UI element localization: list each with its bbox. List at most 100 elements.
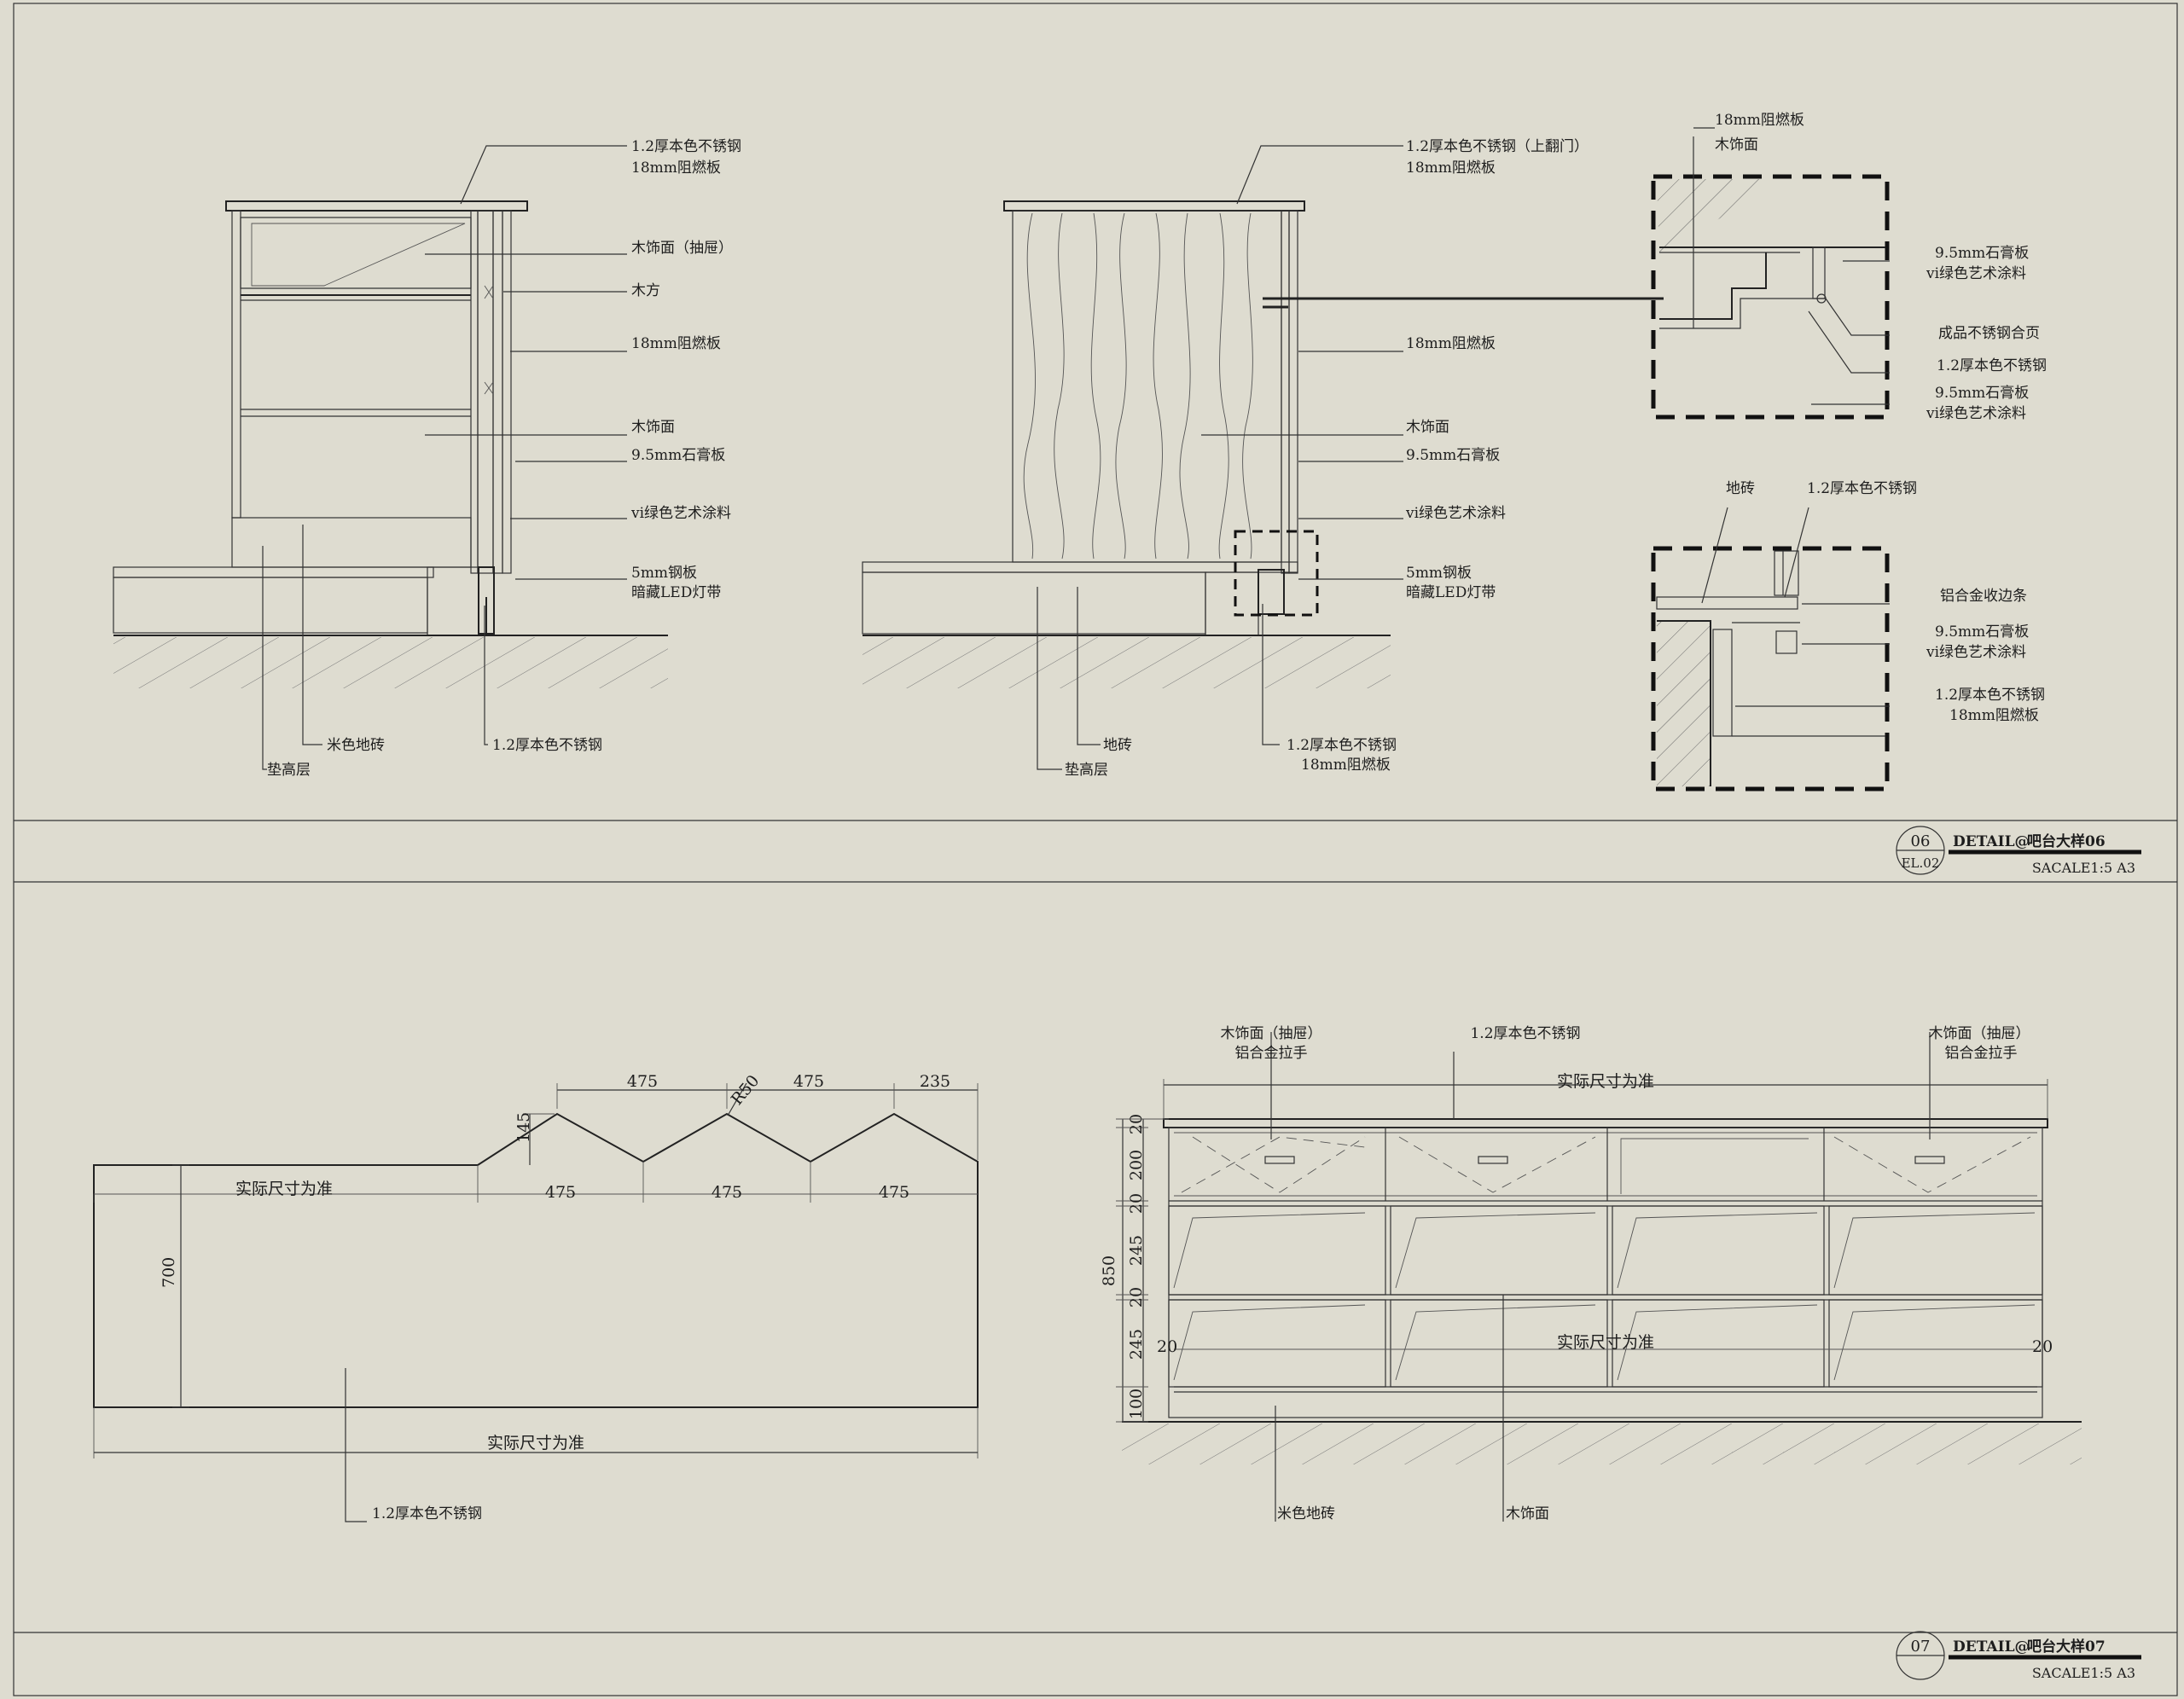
detail-06-ref: EL.02	[1902, 855, 1940, 871]
label-b-bottom-2: 1.2厚本色不锈钢	[1287, 737, 1397, 754]
panel-left-text: 475 475 235 R50 145 475 475 475 实际尺寸为准 7…	[160, 1071, 950, 1522]
section-b-leaders	[1037, 145, 1403, 770]
label-zb-top-1: 1.2厚本色不锈钢	[1807, 480, 1917, 497]
label-a-8: 5mm钢板	[631, 565, 697, 582]
label-b-bottom-0: 地砖	[1103, 737, 1132, 754]
detail-06-title: 吧台大样06	[2027, 832, 2106, 850]
label-zt-top-0: 18mm阻燃板	[1715, 112, 1804, 129]
label-b-4: 9.5mm石膏板	[1406, 446, 1500, 464]
vdim-3: 245	[1127, 1235, 1146, 1266]
zoom-bottom	[1651, 546, 1890, 792]
vdim-1: 200	[1127, 1150, 1146, 1180]
vdim-6: 100	[1127, 1389, 1146, 1419]
label-zb-2: vi绿色艺术涂料	[1926, 644, 2026, 661]
label-rp-top-0: 木饰面（抽屉）	[1221, 1025, 1322, 1042]
side-dim-0: 20	[1157, 1337, 1177, 1356]
label-a-7: vi绿色艺术涂料	[630, 505, 731, 522]
label-zb-4: 18mm阻燃板	[1949, 707, 2039, 724]
label-width: 实际尺寸为准	[487, 1434, 584, 1453]
detail-06-scale: SACALE1:5 A3	[2032, 860, 2135, 876]
label-a-6: 9.5mm石膏板	[631, 446, 725, 464]
zoom-top-leaders	[1693, 127, 1890, 405]
label-a-9: 暗藏LED灯带	[631, 584, 721, 601]
label-zb-3: 1.2厚本色不锈钢	[1935, 687, 2045, 704]
dim-top-1: 475	[793, 1072, 824, 1091]
label-a-bottom-1: 垫高层	[267, 762, 311, 779]
section-a	[113, 200, 668, 688]
label-a-0: 1.2厚本色不锈钢	[631, 138, 741, 155]
label-zt-0: 9.5mm石膏板	[1935, 244, 2029, 262]
label-zt-top-1: 木饰面	[1715, 136, 1758, 154]
label-a-bottom-0: 米色地砖	[327, 737, 385, 754]
section-b-labels: 1.2厚本色不锈钢（上翻门） 18mm阻燃板 18mm阻燃板 木饰面 9.5mm…	[1065, 138, 1589, 779]
panel-right	[1116, 1032, 2082, 1522]
dim-height: 700	[160, 1257, 178, 1288]
label-b-6: 5mm钢板	[1406, 565, 1472, 582]
label-rp-top-3: 木饰面（抽屉）	[1929, 1025, 2030, 1042]
label-zt-2: 成品不锈钢合页	[1938, 325, 2040, 342]
label-b-7: 暗藏LED灯带	[1406, 584, 1496, 601]
label-material: 1.2厚本色不锈钢	[372, 1505, 482, 1522]
zoom-bottom-labels: 地砖 1.2厚本色不锈钢 铝合金收边条 9.5mm石膏板 vi绿色艺术涂料 1.…	[1726, 480, 2045, 724]
dim-inner-1: 475	[712, 1183, 742, 1202]
label-actual-top: 实际尺寸为准	[235, 1180, 333, 1198]
title-block-07: 07 DETAIL@ 吧台大样07 SACALE1:5 A3	[1896, 1631, 2141, 1681]
label-zt-1: vi绿色艺术涂料	[1926, 265, 2026, 282]
label-a-2: 木饰面（抽屉）	[631, 240, 733, 257]
vdim-0: 20	[1127, 1114, 1146, 1134]
label-a-1: 18mm阻燃板	[631, 159, 721, 177]
zoom-top	[1651, 136, 1890, 420]
label-zt-4: 9.5mm石膏板	[1935, 384, 2029, 402]
vdim-2: 20	[1127, 1193, 1146, 1214]
detail-06-number: 06	[1911, 832, 1931, 850]
label-zt-5: vi绿色艺术涂料	[1926, 405, 2026, 422]
side-dim-1: 20	[2032, 1337, 2053, 1356]
label-b-bottom-3: 18mm阻燃板	[1301, 757, 1391, 774]
label-zt-3: 1.2厚本色不锈钢	[1937, 357, 2047, 374]
panel-left	[93, 1082, 979, 1522]
dim-top-2: 235	[920, 1072, 950, 1091]
vdim-total: 850	[1100, 1255, 1118, 1286]
label-rp-top-2: 1.2厚本色不锈钢	[1470, 1025, 1580, 1042]
label-a-5: 木饰面	[631, 419, 675, 436]
label-b-1: 18mm阻燃板	[1406, 159, 1496, 177]
label-zb-0: 铝合金收边条	[1940, 588, 2027, 605]
vdim-5: 245	[1127, 1329, 1146, 1360]
dim-inner-2: 475	[879, 1183, 909, 1202]
title-block-06: 06 EL.02 DETAIL@ 吧台大样06 SACALE1:5 A3	[1896, 826, 2141, 876]
label-b-5: vi绿色艺术涂料	[1405, 505, 1506, 522]
label-a-4: 18mm阻燃板	[631, 335, 721, 352]
detail-07-scale: SACALE1:5 A3	[2032, 1665, 2135, 1681]
label-rp-bottom-0: 米色地砖	[1277, 1505, 1335, 1522]
label-rp-bottom-1: 木饰面	[1506, 1505, 1549, 1522]
label-b-3: 木饰面	[1406, 419, 1449, 436]
detail-06-prefix: DETAIL@	[1953, 833, 2030, 850]
section-a-labels: 1.2厚本色不锈钢 18mm阻燃板 木饰面（抽屉） 木方 18mm阻燃板 木饰面…	[267, 138, 741, 779]
zoom-bottom-leaders	[1701, 507, 1890, 707]
label-zb-top-0: 地砖	[1726, 480, 1755, 497]
label-zb-1: 9.5mm石膏板	[1935, 623, 2029, 641]
dim-inner-0: 475	[545, 1183, 576, 1202]
label-rp-width: 实际尺寸为准	[1557, 1072, 1654, 1091]
label-b-0: 1.2厚本色不锈钢（上翻门）	[1406, 138, 1589, 155]
label-b-2: 18mm阻燃板	[1406, 335, 1496, 352]
callout-box-small	[1234, 530, 1319, 617]
detail-07-title: 吧台大样07	[2027, 1638, 2106, 1656]
label-rp-inner: 实际尺寸为准	[1557, 1333, 1654, 1352]
section-a-leaders	[262, 145, 627, 770]
dim-top-0: 475	[627, 1072, 658, 1091]
label-a-3: 木方	[631, 282, 660, 299]
detail-07-number: 07	[1911, 1638, 1931, 1656]
label-rp-top-1: 铝合金拉手	[1235, 1045, 1308, 1062]
vdim-4: 20	[1127, 1287, 1146, 1308]
panel-right-text: 木饰面（抽屉） 铝合金拉手 1.2厚本色不锈钢 木饰面（抽屉） 铝合金拉手 实际…	[1100, 1025, 2053, 1522]
sheet-border	[13, 3, 2178, 1696]
label-b-bottom-1: 垫高层	[1065, 762, 1108, 779]
detail-07-prefix: DETAIL@	[1953, 1638, 2030, 1656]
label-rp-top-4: 铝合金拉手	[1945, 1045, 2018, 1062]
label-a-bottom-2: 1.2厚本色不锈钢	[492, 737, 602, 754]
dim-rise: 145	[514, 1112, 533, 1143]
section-b	[862, 200, 1664, 688]
zoom-top-labels: 18mm阻燃板 木饰面 9.5mm石膏板 vi绿色艺术涂料 成品不锈钢合页 1.…	[1715, 112, 2047, 422]
